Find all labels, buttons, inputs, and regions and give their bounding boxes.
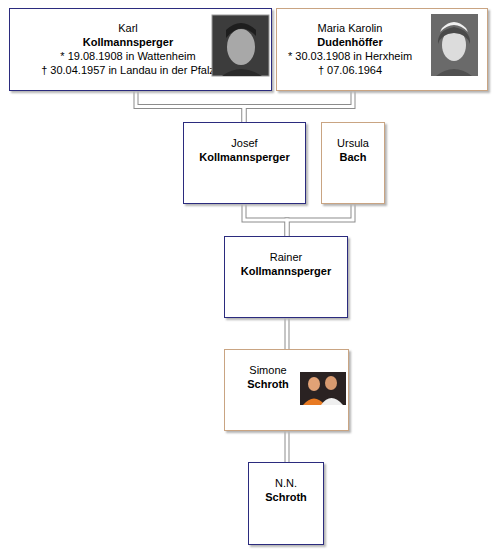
person-box-female: Maria KarolinDudenhöffer* 30.03.1908 in … [276,8,488,91]
person-box-male: RainerKollmannsperger [224,236,348,318]
descent-connector-inner [286,431,289,462]
surname: Schroth [249,490,323,504]
surname: Kollmannsperger [10,35,246,49]
descent-connector [244,204,287,236]
given-name: Ursula [322,136,384,150]
descent-connector-inner [136,91,244,122]
descent-connector-inner [244,91,353,122]
surname: Kollmannsperger [184,150,305,164]
descent-connector-inner [244,204,287,236]
given-name: Rainer [225,250,347,264]
person-box-male: KarlKollmannsperger* 19.08.1908 in Watte… [9,8,272,91]
descent-connector [287,204,353,236]
descent-connector [285,431,290,462]
person-box-male: N.N.Schroth [248,462,324,545]
given-name: Simone [225,363,311,377]
life-date: * 30.03.1908 in Herxheim [277,49,423,63]
given-name: N.N. [249,476,323,490]
descent-connector-inner [287,204,353,236]
life-date: * 19.08.1908 in Wattenheim [10,49,246,63]
life-date: † 30.04.1957 in Landau in der Pfalz [10,63,246,77]
surname: Schroth [225,377,311,391]
person-box-male: JosefKollmannsperger [183,122,306,204]
descent-connector [244,91,353,122]
descent-connector-inner [286,318,289,349]
surname: Dudenhöffer [277,35,423,49]
descent-connector [136,91,244,122]
life-date: † 07.06.1964 [277,63,423,77]
person-box-female: SimoneSchroth [224,349,349,431]
surname: Kollmannsperger [225,264,347,278]
person-box-female: UrsulaBach [321,122,385,204]
given-name: Maria Karolin [277,21,423,35]
given-name: Josef [184,136,305,150]
surname: Bach [322,150,384,164]
given-name: Karl [10,21,246,35]
descent-connector [285,318,290,349]
